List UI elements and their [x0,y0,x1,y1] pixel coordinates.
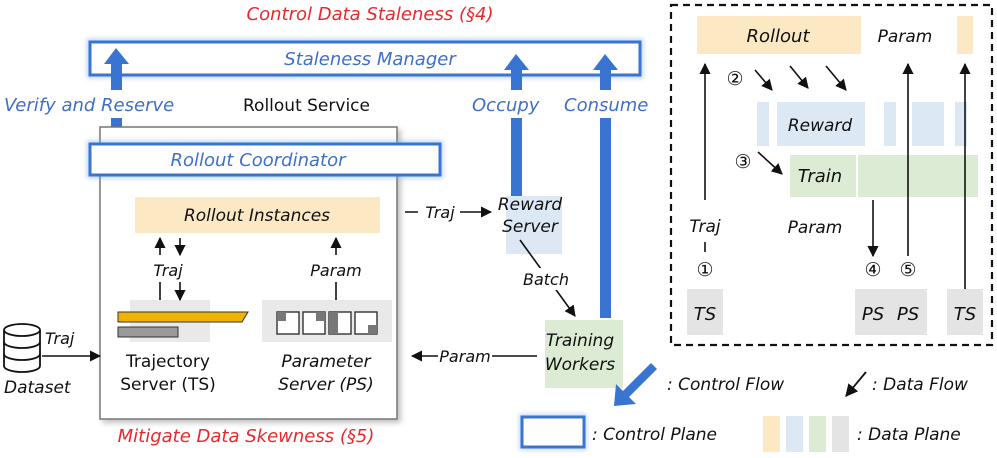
rollout-reward-arrow-3 [825,65,847,91]
train-block [790,155,856,197]
control-staleness-title: Control Data Staleness (§4) [247,4,494,25]
rollout-service-label: Rollout Service [243,96,370,116]
ts1-block [687,289,723,335]
dataset-icon [3,323,41,373]
param-back-label-bg [438,346,492,366]
step-3-label: ③ [734,151,751,173]
control-arrow-occupy [504,54,529,200]
param-back-label: Param [439,347,490,366]
consume-label: Consume [564,95,648,116]
trajectory-server-label-2: Server (TS) [120,375,216,395]
traj-dataset-label: Traj [45,329,75,348]
traj-to-reward-label: Traj [425,203,455,222]
reward-block-main [777,102,865,146]
param-top-label: Param [878,27,933,47]
ps2-label: PS [897,304,919,325]
verify-reserve-label: Verify and Reserve [4,95,174,116]
reward-server-label-1: Reward [498,195,563,215]
parameter-server-label-2: Server (PS) [278,375,373,395]
step-2-label: ② [726,68,743,90]
reward-block-5 [955,102,967,146]
control-flow-legend-label: : Control Flow [667,375,784,395]
occupy-label: Occupy [472,95,540,116]
rollout-reward-arrow-2 [789,65,809,89]
reward-server-box [506,196,562,254]
param-mid-label: Param [788,218,843,238]
ps1-label: PS [862,304,884,325]
data-plane-legend-icon [763,416,849,452]
rollout-coordinator-label: Rollout Coordinator [170,150,347,171]
traj-inside-label: Traj [153,261,183,280]
traj-timeline-label: Traj [689,217,720,237]
control-arrow-consume [593,54,618,318]
rollout-instances-label: Rollout Instances [184,206,330,226]
dataset-label: Dataset [4,378,72,398]
trajectory-server-label-1: Trajectory [125,352,210,372]
batch-label: Batch [523,270,569,289]
step-5-label: ⑤ [899,259,916,281]
parameter-server-label-1: Parameter [281,352,371,372]
reward-block-4 [912,102,944,146]
step-4-label: ④ [864,259,881,281]
rollout-timeline-label: Rollout [747,26,811,47]
ts1-label: TS [694,304,716,325]
reward-server-label-2: Server [502,217,559,237]
ts2-block [947,289,983,335]
rollout-small-block [957,16,973,54]
rollout-reward-arrow-1 [754,69,773,91]
data-flow-legend-icon [845,371,867,397]
staleness-manager-label: Staleness Manager [284,49,457,70]
rollout-instances-box [135,197,380,233]
staleness-manager-box: Staleness Manager [86,38,644,79]
mitigate-skewness-title: Mitigate Data Skewness (§5) [118,426,375,447]
ps-block [855,289,927,335]
training-workers-box [545,320,623,388]
ts2-label: TS [954,304,976,325]
rollout-coordinator-box: Rollout Coordinator [86,140,444,179]
reward-train-arrow [757,151,783,175]
batch-label-bg [518,268,570,290]
training-workers-label-1: Training [546,331,614,351]
traj-to-reward-label-bg [418,202,460,222]
data-plane-legend-label: : Data Plane [857,425,961,445]
step-1-label: ① [696,259,713,281]
timeline-dashed-box [669,3,994,347]
control-plane-legend-icon [519,414,587,450]
trajectory-bars-icon [117,311,249,338]
param-inside-label: Param [310,261,361,280]
train-block-long [858,155,978,197]
reward-block-1 [757,102,769,146]
reward-block-3 [884,102,896,146]
rollout-block [697,16,861,54]
control-flow-legend-icon [614,363,660,406]
training-workers-label-2: Workers [545,355,615,375]
data-flow-legend-label: : Data Flow [872,375,968,395]
control-plane-legend-label: : Control Plane [592,425,717,445]
reward-timeline-label: Reward [788,116,853,136]
parameter-blocks-icon [276,311,378,335]
train-timeline-label: Train [798,166,842,187]
control-arrow-verify [104,48,129,90]
